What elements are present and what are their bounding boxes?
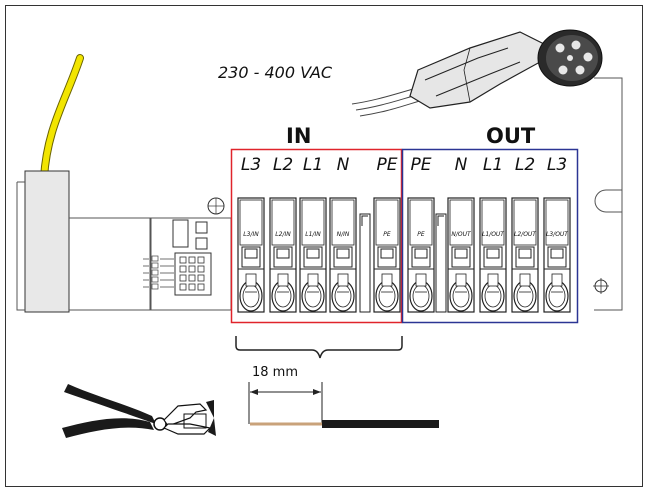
terminal-tag: L1/IN — [305, 231, 321, 238]
terminal-tag: L2/IN — [275, 231, 291, 238]
terminal-spacer — [359, 213, 371, 313]
terminal-in-3: N N/IN — [329, 155, 357, 313]
terminal-label: PE — [411, 155, 432, 175]
diagram-frame — [5, 5, 643, 487]
stripped-wire — [250, 420, 439, 428]
terminal-label: N — [337, 155, 350, 175]
terminal-label: L1 — [303, 155, 323, 175]
terminal-label: L2 — [515, 155, 535, 175]
terminal-tag: L1/OUT — [482, 231, 505, 238]
mounting-hole-icon — [593, 278, 609, 294]
yellow-cable — [40, 54, 84, 182]
out-terminal-box — [401, 148, 579, 324]
terminal-out-0: PE PE — [407, 155, 435, 313]
terminal-tag: PE — [417, 231, 425, 238]
terminal-tag: PE — [383, 231, 391, 238]
terminal-label: N — [455, 155, 468, 175]
in-heading: IN — [286, 124, 311, 148]
terminal-tag: L2/OUT — [514, 231, 537, 238]
dimension-arrow — [250, 389, 321, 395]
cable-gland-box — [24, 170, 70, 313]
mounting-slot — [594, 189, 622, 213]
in-terminal-box — [230, 148, 403, 324]
wire-stripper-pliers-icon — [62, 384, 216, 438]
terminal-out-1: N N/OUT — [447, 155, 475, 313]
housing-outline — [16, 77, 623, 311]
terminal-tag: L3/OUT — [546, 231, 569, 238]
strip-length-label: 18 mm — [252, 365, 298, 380]
terminal-tag: N/OUT — [451, 231, 472, 238]
terminal-tag: L3/IN — [243, 231, 259, 238]
strip-length-brace — [235, 336, 403, 359]
circuit-board — [143, 197, 232, 311]
terminal-tag: N/IN — [337, 231, 350, 238]
type2-charging-plug-icon — [351, 29, 603, 117]
terminal-spacer — [435, 213, 447, 313]
voltage-label: 230 - 400 VAC — [218, 63, 333, 82]
terminal-label: L3 — [241, 155, 261, 175]
terminal-in-4: PE PE — [373, 155, 401, 313]
terminal-label: PE — [377, 155, 398, 175]
terminal-label: L1 — [483, 155, 503, 175]
terminal-label: L3 — [547, 155, 567, 175]
out-heading: OUT — [486, 124, 536, 148]
terminal-label: L2 — [273, 155, 293, 175]
